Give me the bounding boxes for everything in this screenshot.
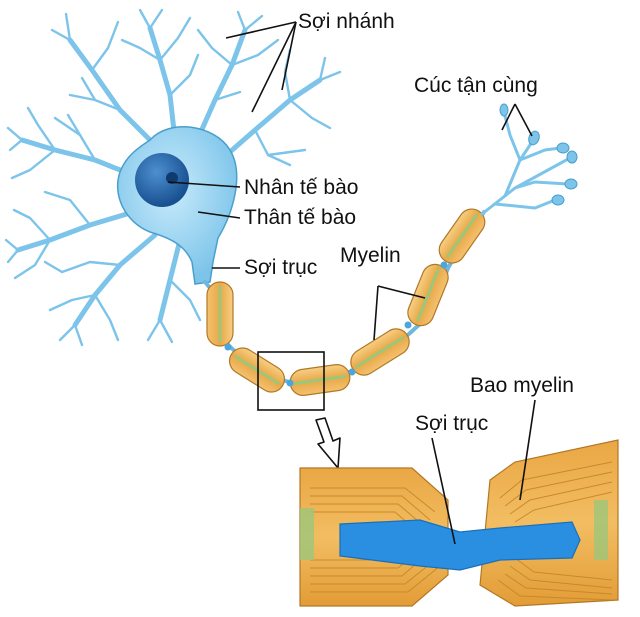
nucleus [135,153,189,207]
zoom-section [299,439,619,607]
myelin-segment [407,263,449,327]
myelin-segment [438,208,486,264]
myelin-segment [206,281,234,347]
dendrites [4,8,342,347]
label-cell-body: Thân tế bào [244,206,356,229]
leader-lines [167,21,536,545]
label-myelin: Myelin [340,244,401,267]
zoom-box [257,351,325,411]
myelin-segment [350,328,410,376]
myelin-segment [289,364,351,396]
label-myelin-sheath: Bao myelin [470,374,574,397]
label-nucleus: Nhân tế bào [244,176,358,199]
zoom-arrow [315,417,341,469]
myelin-segments [206,208,486,396]
label-terminals: Cúc tận cùng [414,74,538,97]
zoom-myelin-right [479,439,619,607]
label-dendrites: Sợi nhánh [298,10,395,33]
label-axon: Sợi trục [244,256,317,279]
myelin-segment [228,347,286,393]
label-axon-zoom: Sợi trục [415,412,488,435]
axon-terminals [480,110,572,216]
terminal-buttons [499,103,578,206]
ranvier-nodes [224,261,448,387]
zoom-axon-core [339,519,581,571]
